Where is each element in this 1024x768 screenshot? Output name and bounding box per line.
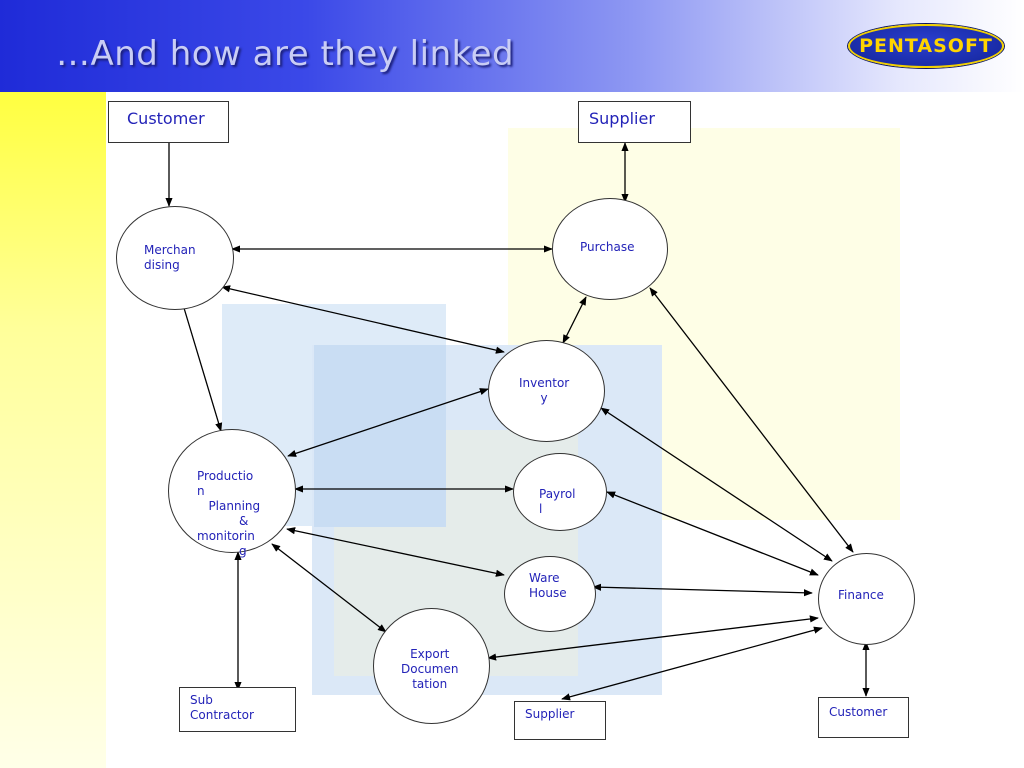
link-supplier-finance: [561, 626, 823, 701]
production-node: Productio n Planning & monitorin g: [168, 429, 296, 558]
warehouse-label: Ware House: [529, 571, 567, 600]
customer-top-box: Customer: [108, 101, 229, 143]
inventory-label: Inventor y: [519, 376, 570, 405]
customer-top-label: Customer: [127, 109, 205, 128]
finance-node: Finance: [818, 553, 915, 645]
link-merchandising-inventory: [221, 285, 505, 354]
slide-header: …And how are they linked PENTASOFT: [0, 0, 1024, 92]
link-production-warehouse: [286, 527, 505, 577]
payroll-node: Payrol l: [513, 453, 607, 531]
supplier-bottom-box: Supplier: [514, 701, 606, 740]
inventory-node: Inventor y: [488, 340, 605, 442]
side-decoration: [0, 92, 106, 768]
link-merchandising-production: [183, 307, 223, 432]
payroll-label: Payrol l: [539, 487, 576, 516]
supplier-bottom-label: Supplier: [525, 707, 575, 721]
customer-bottom-box: Customer: [818, 697, 909, 738]
finance-label: Finance: [838, 588, 884, 602]
warehouse-node: Ware House: [504, 556, 596, 632]
link-inventory-finance: [600, 407, 833, 562]
sub-contractor-label: Sub Contractor: [190, 693, 254, 722]
link-production-export: [271, 543, 387, 633]
sub-contractor-box: Sub Contractor: [179, 687, 296, 732]
link-purchase-finance: [649, 287, 854, 553]
production-label: Productio n Planning & monitorin g: [197, 469, 261, 558]
supplier-top-box: Supplier: [578, 101, 691, 143]
pentasoft-logo: PENTASOFT: [848, 24, 1004, 68]
link-warehouse-finance: [592, 583, 813, 597]
customer-bottom-label: Customer: [829, 705, 888, 719]
merchandising-node: Merchan dising: [116, 206, 234, 310]
link-purchase-inventory: [562, 296, 587, 344]
supplier-top-label: Supplier: [589, 109, 655, 128]
link-payroll-finance: [606, 491, 819, 576]
export-documentation-node: Export Documen tation: [373, 608, 490, 724]
link-inventory-production: [287, 388, 489, 457]
slide-title: …And how are they linked: [56, 34, 515, 74]
export-documentation-label: Export Documen tation: [401, 647, 459, 691]
logo-text: PENTASOFT: [859, 35, 993, 57]
merchandising-label: Merchan dising: [144, 243, 196, 272]
purchase-node: Purchase: [552, 198, 668, 300]
purchase-label: Purchase: [580, 240, 635, 254]
